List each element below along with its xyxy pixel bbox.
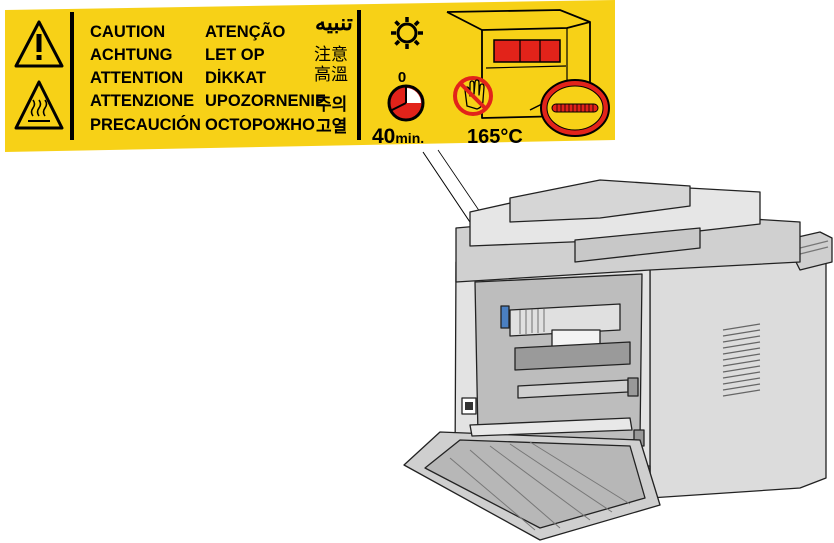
- warning-words-column-1: CAUTION ACHTUNG ATTENTION ATTENZIONE PRE…: [90, 23, 201, 134]
- warning-label: CAUTION ACHTUNG ATTENTION ATTENZIONE PRE…: [5, 0, 615, 152]
- fuser-roller: [514, 341, 631, 371]
- fuser-temperature: 165°C: [467, 126, 523, 148]
- paper-guide: [469, 417, 633, 437]
- warning-word: ATTENTION: [90, 69, 183, 87]
- caution-triangle-icon: [14, 20, 64, 68]
- warning-word-chinese: 高溫: [314, 65, 348, 84]
- fuser-unit: [509, 303, 621, 337]
- warning-word-chinese: 注意: [314, 45, 348, 64]
- timer-minutes-value: 40: [372, 125, 395, 148]
- fuser-unit-icon: [446, 9, 610, 137]
- rear-connector: [627, 377, 639, 397]
- warning-word: ОСТОРОЖНО: [205, 116, 315, 134]
- timer-zero-label: 0: [398, 69, 406, 86]
- label-divider: [357, 10, 361, 140]
- hot-surface-icon: [14, 80, 64, 130]
- warning-word: DİKKAT: [205, 69, 266, 87]
- rear-door-inner: [424, 439, 646, 529]
- warning-words-column-2: ATENÇÃO LET OP DİKKAT UPOZORNENIE ОСТОРО…: [205, 21, 326, 134]
- timer-minutes-unit: min.: [395, 130, 424, 146]
- output-slot: [574, 227, 701, 263]
- warning-word: LET OP: [205, 46, 265, 64]
- warning-word: ACHTUNG: [90, 46, 173, 64]
- label-divider: [70, 12, 74, 140]
- side-vent: [722, 323, 761, 397]
- timer-icon: 0 40min.: [372, 69, 425, 148]
- no-touch-hand-icon: [453, 76, 493, 116]
- warning-word-korean: 주의: [316, 95, 347, 114]
- printer-illustration: [403, 179, 833, 541]
- cooling-fan-icon: [391, 17, 423, 49]
- printer-side-panel: [649, 237, 827, 499]
- warning-word: UPOZORNENIE: [205, 92, 326, 110]
- warning-word: PRECAUCIÓN: [90, 115, 201, 134]
- warning-word: ATTENZIONE: [90, 92, 194, 110]
- blue-lever: [500, 305, 510, 329]
- warning-word: ATENÇÃO: [205, 21, 286, 41]
- warning-word-arabic: تنبيه: [315, 10, 353, 35]
- warning-word-korean: 고열: [316, 117, 347, 136]
- warning-words-column-3: تنبيه 注意 高溫 주의 고열: [314, 10, 353, 136]
- label-background: [5, 0, 615, 152]
- timer-minutes: 40min.: [372, 125, 424, 148]
- feeder-tray: [509, 179, 691, 223]
- warning-word: CAUTION: [90, 23, 165, 41]
